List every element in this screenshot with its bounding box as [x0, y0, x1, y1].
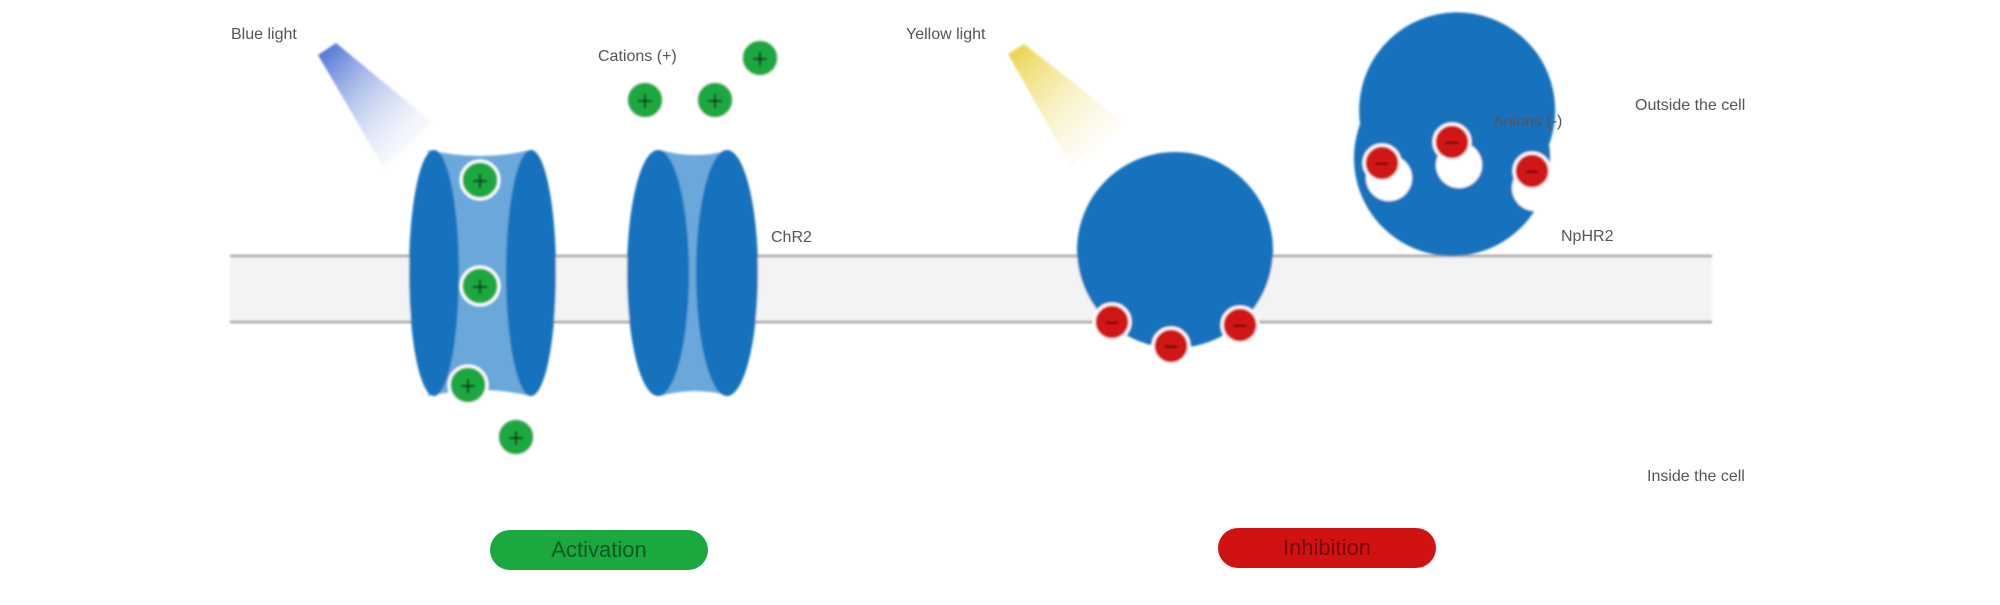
cations-label: Cations (+) — [598, 48, 677, 65]
cation-symbol: + — [471, 275, 489, 300]
anion-symbol: − — [1374, 151, 1391, 175]
cation-ion — [624, 79, 666, 121]
chr2-closed-channel — [627, 150, 758, 396]
cation-ion — [739, 37, 781, 79]
inside-cell-label: Inside the cell — [1647, 468, 1745, 485]
anion-ion — [1151, 326, 1191, 366]
yellow-light-label: Yellow light — [906, 26, 986, 43]
cation-ion — [495, 416, 537, 458]
blue-light-beam — [318, 43, 432, 168]
cation-ion — [459, 265, 501, 307]
channel-wall-right — [506, 150, 556, 396]
outside-cell-label: Outside the cell — [1635, 97, 1746, 114]
anions-label: Anions (-) — [1493, 113, 1563, 130]
cation-symbol: + — [471, 169, 489, 194]
cation-group — [447, 37, 781, 458]
blue-light-label: Blue light — [231, 26, 297, 43]
cation-symbol: + — [751, 47, 769, 72]
chr2-label: ChR2 — [771, 229, 812, 246]
anion-symbol: − — [1444, 130, 1461, 154]
cation-symbol: + — [507, 426, 525, 451]
anion-group — [1092, 122, 1552, 366]
nphr2-active-pump — [1077, 152, 1273, 348]
yellow-light-beam — [1008, 44, 1125, 168]
activation-badge: Activation — [490, 530, 708, 570]
channel-wall-left — [409, 150, 459, 396]
channel-wall-right — [696, 150, 758, 396]
anion-symbol: − — [1524, 159, 1541, 183]
cation-ion — [447, 364, 489, 406]
inhibition-badge: Inhibition — [1218, 528, 1436, 568]
cation-symbol: + — [459, 374, 477, 399]
anion-symbol: − — [1104, 310, 1121, 334]
anion-ion — [1220, 305, 1260, 345]
anion-ion — [1092, 302, 1132, 342]
anion-symbol: − — [1163, 334, 1180, 358]
nphr2-label: NpHR2 — [1561, 228, 1614, 245]
anion-ion — [1432, 122, 1472, 162]
cation-ion — [694, 79, 736, 121]
anion-ion — [1512, 151, 1552, 191]
pump-body — [1077, 152, 1273, 348]
cation-symbol: + — [636, 89, 654, 114]
cation-ion — [459, 159, 501, 201]
cation-symbol: + — [706, 89, 724, 114]
channel-wall-left — [627, 150, 689, 396]
anion-ion — [1362, 143, 1402, 183]
anion-symbol: − — [1232, 313, 1249, 337]
